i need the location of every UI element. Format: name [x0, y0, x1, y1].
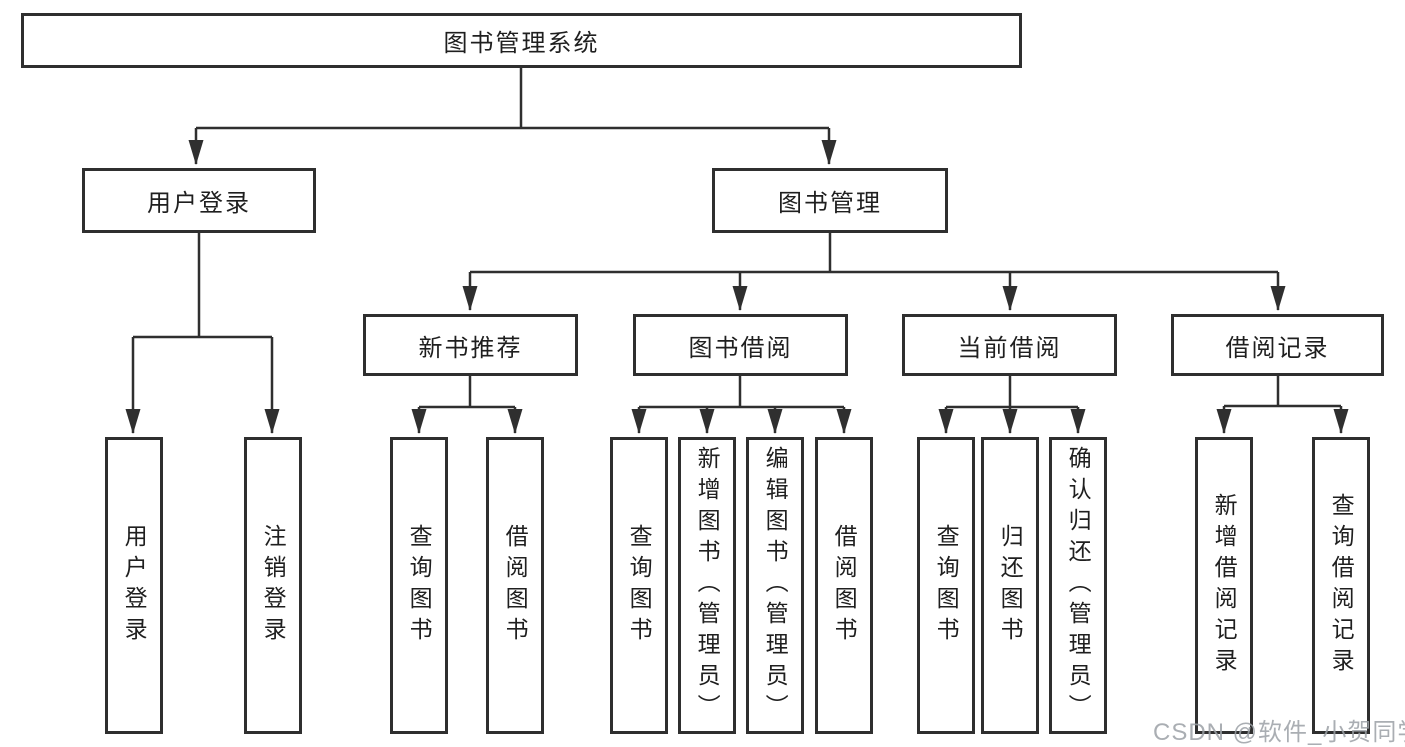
node-library-management-system: 图书管理系统 [21, 13, 1022, 68]
leaf-edit-books-admin: 编辑图书（管理员） [746, 437, 804, 734]
leaf-return-books: 归还图书 [981, 437, 1039, 734]
node-label: 借阅图书 [502, 523, 529, 648]
leaf-confirm-return-admin: 确认归还（管理员） [1049, 437, 1107, 734]
node-borrowing-records: 借阅记录 [1171, 314, 1384, 376]
leaf-query-borrowing-record: 查询借阅记录 [1312, 437, 1370, 734]
node-user-login: 用户登录 [82, 168, 316, 233]
node-label: 归还图书 [997, 523, 1024, 648]
node-label: 注销登录 [260, 523, 287, 648]
node-label: 确认归还（管理员） [1065, 446, 1092, 725]
node-label: 图书管理 [778, 190, 882, 217]
leaf-borrow-books-recommendation: 借阅图书 [486, 437, 544, 734]
node-label: 用户登录 [147, 190, 251, 217]
node-label: 新书推荐 [418, 334, 523, 362]
node-label: 查询借阅记录 [1328, 492, 1355, 679]
leaf-add-books-admin: 新增图书（管理员） [678, 437, 736, 734]
node-label: 编辑图书（管理员） [762, 446, 789, 725]
node-label: 借阅记录 [1225, 334, 1330, 362]
node-label: 查询图书 [933, 523, 960, 648]
node-label: 新增借阅记录 [1211, 492, 1238, 679]
node-label: 当前借阅 [957, 334, 1062, 362]
node-label: 查询图书 [626, 523, 653, 648]
csdn-watermark: CSDN @软件_小贺同学 [1153, 719, 1405, 746]
leaf-query-books-recommendation: 查询图书 [390, 437, 448, 734]
node-label: 查询图书 [406, 523, 433, 648]
node-new-book-recommendation: 新书推荐 [363, 314, 578, 376]
leaf-borrow-books-borrowing: 借阅图书 [815, 437, 873, 734]
node-label: 图书管理系统 [443, 30, 600, 57]
node-label: 用户登录 [121, 523, 148, 648]
node-book-management: 图书管理 [712, 168, 948, 233]
node-label: 新增图书（管理员） [694, 446, 721, 725]
leaf-user-login: 用户登录 [105, 437, 163, 734]
node-book-borrowing: 图书借阅 [633, 314, 848, 376]
node-current-borrowing: 当前借阅 [902, 314, 1117, 376]
leaf-query-books-current: 查询图书 [917, 437, 975, 734]
leaf-add-borrowing-record: 新增借阅记录 [1195, 437, 1253, 734]
node-label: 图书借阅 [688, 334, 793, 362]
node-label: 借阅图书 [831, 523, 858, 648]
leaf-query-books-borrowing: 查询图书 [610, 437, 668, 734]
leaf-logout-login: 注销登录 [244, 437, 302, 734]
